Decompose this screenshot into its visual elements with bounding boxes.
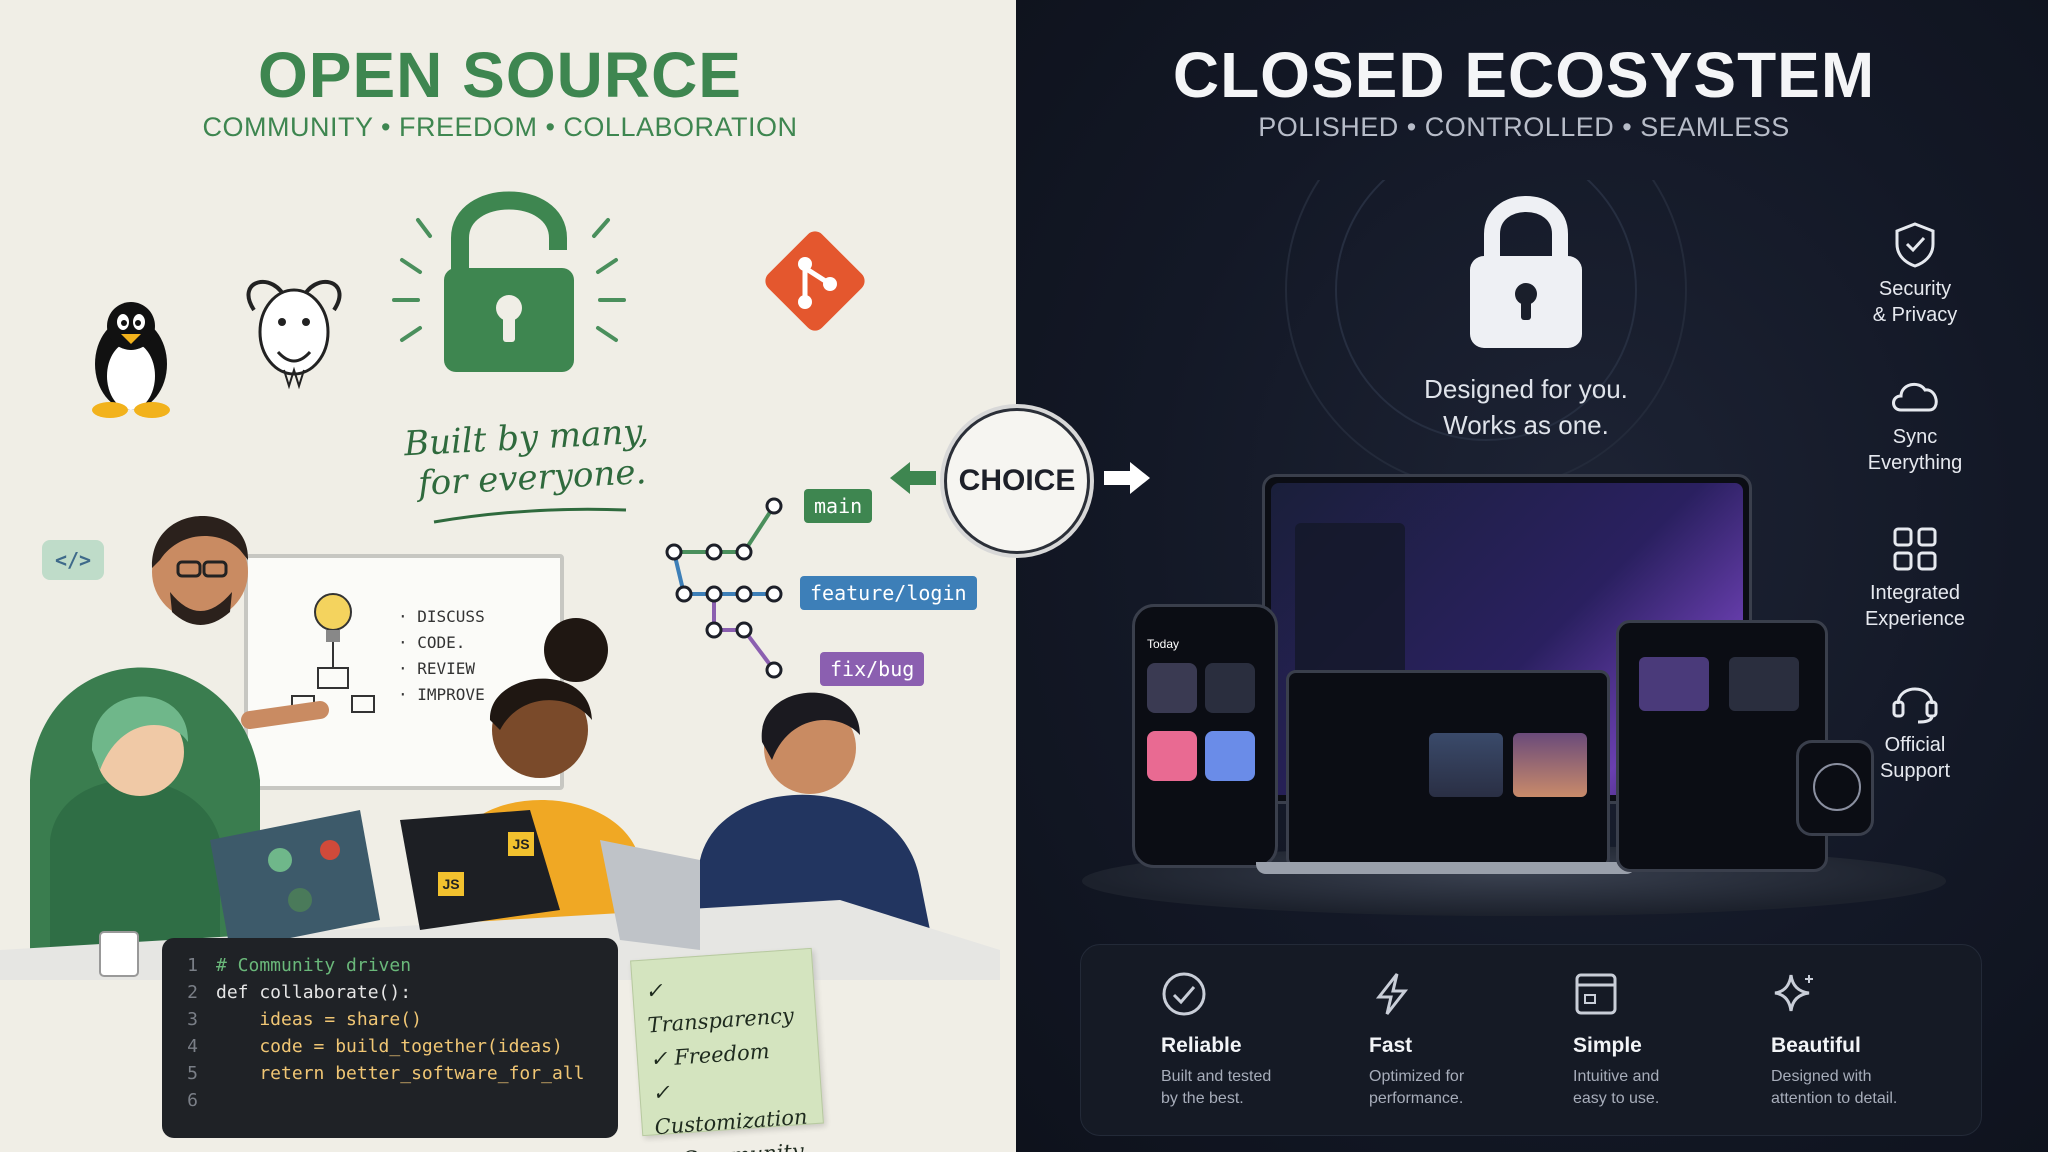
code-tag-badge: </> [42, 540, 104, 580]
open-source-title: OPEN SOURCE [258, 39, 742, 111]
git-logo-icon [765, 231, 865, 331]
checklist-item: ✓ Customization [651, 1080, 809, 1140]
code-line: 4 code = build_together(ideas) [187, 1036, 563, 1057]
whiteboard-item: · IMPROVE [398, 685, 485, 704]
feature-security-privacy: Security& Privacy [1840, 220, 1990, 328]
code-line: 1# Community driven [187, 955, 412, 976]
branch-label-feature: feature/login [800, 576, 977, 610]
arrow-right-icon [1104, 462, 1150, 494]
code-line: 5 retern better_software_for_all [187, 1063, 585, 1084]
open-source-panel: OPEN SOURCE COMMUNITY • FREEDOM • COLLAB… [0, 0, 1016, 1152]
slogan-underline [433, 507, 627, 524]
tagline-line-2: Works as one. [1443, 410, 1609, 440]
open-source-subtitle: COMMUNITY • FREEDOM • COLLABORATION [202, 112, 798, 142]
whiteboard-list: · DISCUSS · CODE. · REVIEW · IMPROVE [398, 604, 485, 708]
check-circle-icon [1162, 972, 1206, 1016]
collaborating-people-illustration [0, 515, 1000, 980]
smartwatch-device [1796, 740, 1874, 836]
laptop-device [1286, 670, 1610, 868]
phone-device: Today [1132, 604, 1278, 868]
checklist-item: ✓ Transparency [644, 978, 795, 1038]
code-line: 6 [187, 1090, 198, 1111]
phone-header: Today [1147, 637, 1180, 651]
js-sticker: JS [438, 872, 464, 896]
code-line: 3 ideas = share() [187, 1009, 422, 1030]
tablet-device [1616, 620, 1828, 872]
lightning-icon [1375, 973, 1409, 1015]
tagline-line-1: Designed for you. [1424, 374, 1628, 404]
whiteboard-item: · REVIEW [398, 659, 476, 678]
grid-icon [1893, 527, 1937, 571]
closed-ecosystem-title: CLOSED ECOSYSTEM [1172, 39, 1876, 111]
sparkle-icon [1774, 974, 1813, 1012]
branch-label-main: main [804, 489, 873, 523]
whiteboard: · DISCUSS · CODE. · REVIEW · IMPROVE [244, 554, 564, 790]
benefits-sticky-note: ✓ Transparency ✓ Freedom ✓ Customization… [630, 947, 824, 1152]
unlocked-padlock-icon [392, 191, 626, 372]
penguin-icon [92, 302, 170, 418]
branch-label-fix: fix/bug [820, 652, 925, 686]
whiteboard-item: · CODE. [398, 633, 466, 652]
whiteboard-item: · DISCUSS [398, 607, 485, 626]
js-sticker: JS [508, 832, 534, 856]
closed-ecosystem-subtitle: POLISHED • CONTROLLED • SEAMLESS [1258, 112, 1790, 142]
window-icon [1575, 973, 1617, 1015]
gnu-head-icon [246, 280, 342, 390]
shield-check-icon [1895, 222, 1935, 268]
cloud-icon [1892, 382, 1938, 412]
git-branch-graph [665, 497, 783, 679]
laptop-base [1256, 862, 1636, 874]
headset-icon [1892, 687, 1938, 724]
choice-badge: CHOICE [944, 408, 1090, 554]
closed-ecosystem-panel: CLOSED ECOSYSTEM POLISHED • CONTROLLED •… [1016, 0, 2048, 1152]
locked-padlock-icon [1470, 196, 1582, 348]
arrow-left-icon [890, 462, 936, 494]
